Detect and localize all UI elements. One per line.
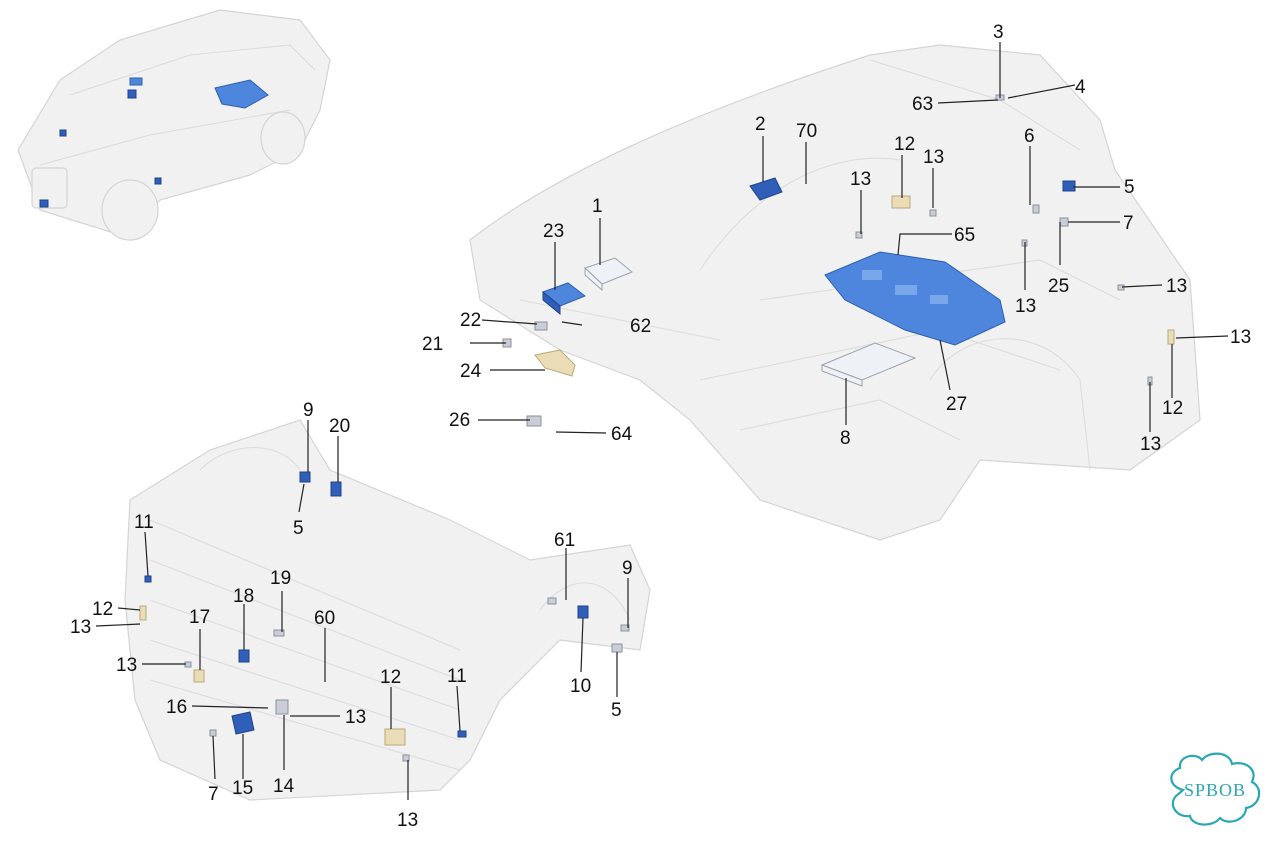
callout-27: 27	[946, 394, 967, 415]
callout-65: 65	[954, 225, 975, 246]
callout-13j: 13	[397, 810, 418, 831]
callout-13f: 13	[1140, 434, 1161, 455]
callout-8: 8	[840, 428, 851, 449]
callout-5a: 5	[1124, 177, 1135, 198]
part-18-module	[238, 649, 250, 663]
callout-13a: 13	[923, 147, 944, 168]
callout-61: 61	[554, 530, 575, 551]
callout-9b: 9	[622, 558, 633, 579]
callout-13h: 13	[116, 655, 137, 676]
callout-64: 64	[611, 424, 633, 445]
callout-1: 1	[592, 196, 603, 217]
part-1-module	[584, 257, 633, 292]
callout-7a: 7	[1123, 213, 1134, 234]
callout-4: 4	[1075, 77, 1086, 98]
callout-24: 24	[460, 361, 482, 382]
callout-12c: 12	[92, 599, 113, 620]
callout-14: 14	[273, 776, 295, 797]
callout-60: 60	[314, 608, 335, 629]
callout-5b: 5	[293, 518, 304, 539]
callout-11b: 11	[447, 666, 467, 687]
callout-19: 19	[270, 568, 291, 589]
callout-13i: 13	[345, 707, 366, 728]
callout-labels: 1 2 3 4 5 6 7 8 9 9 10 11 11 12 12 12 12…	[70, 22, 1251, 831]
part-24-bracket	[534, 349, 576, 377]
callout-70: 70	[796, 121, 817, 142]
part-65-carrier-plate	[824, 251, 1006, 346]
callout-62: 62	[630, 316, 651, 337]
part-20-sensor	[330, 481, 342, 497]
callout-13e: 13	[1230, 327, 1251, 348]
callout-12d: 12	[380, 667, 401, 688]
callout-20: 20	[329, 416, 350, 437]
part-15-module	[231, 711, 255, 735]
callout-13d: 13	[1166, 276, 1187, 297]
spbob-logo: SPBOB	[1170, 752, 1261, 826]
part-12-tan-module	[139, 195, 1175, 746]
callout-5c: 5	[611, 700, 622, 721]
overview-vehicle	[17, 9, 331, 241]
callout-12a: 12	[894, 134, 915, 155]
part-23-module	[542, 282, 587, 316]
part-2-bracket	[749, 177, 783, 201]
callout-12b: 12	[1162, 398, 1183, 419]
callout-63: 63	[912, 94, 933, 115]
part-17-bracket	[193, 669, 205, 683]
callout-13b: 13	[850, 169, 871, 190]
callout-6: 6	[1024, 126, 1035, 147]
callout-7b: 7	[208, 784, 219, 805]
callout-13c: 13	[1015, 296, 1036, 317]
callout-26: 26	[449, 410, 470, 431]
callout-2: 2	[755, 114, 766, 135]
callout-21: 21	[422, 334, 443, 355]
callout-11a: 11	[134, 512, 154, 533]
front-body-ghost	[124, 419, 651, 801]
callout-13g: 13	[70, 617, 91, 638]
part-8-control-unit	[820, 342, 917, 387]
callout-10: 10	[570, 676, 591, 697]
callout-3: 3	[993, 22, 1004, 43]
callout-16: 16	[166, 697, 187, 718]
callout-18: 18	[233, 586, 254, 607]
callout-15: 15	[232, 778, 253, 799]
part-10-sensor	[577, 605, 589, 619]
part-small-hardware	[184, 94, 1153, 762]
callout-25: 25	[1048, 276, 1069, 297]
leader-lines	[95, 42, 1229, 800]
callout-23: 23	[543, 221, 564, 242]
callout-9a: 9	[303, 400, 314, 421]
watermark-text: SPBOB	[1184, 780, 1246, 800]
callout-22: 22	[460, 310, 481, 331]
callout-17: 17	[189, 607, 210, 628]
